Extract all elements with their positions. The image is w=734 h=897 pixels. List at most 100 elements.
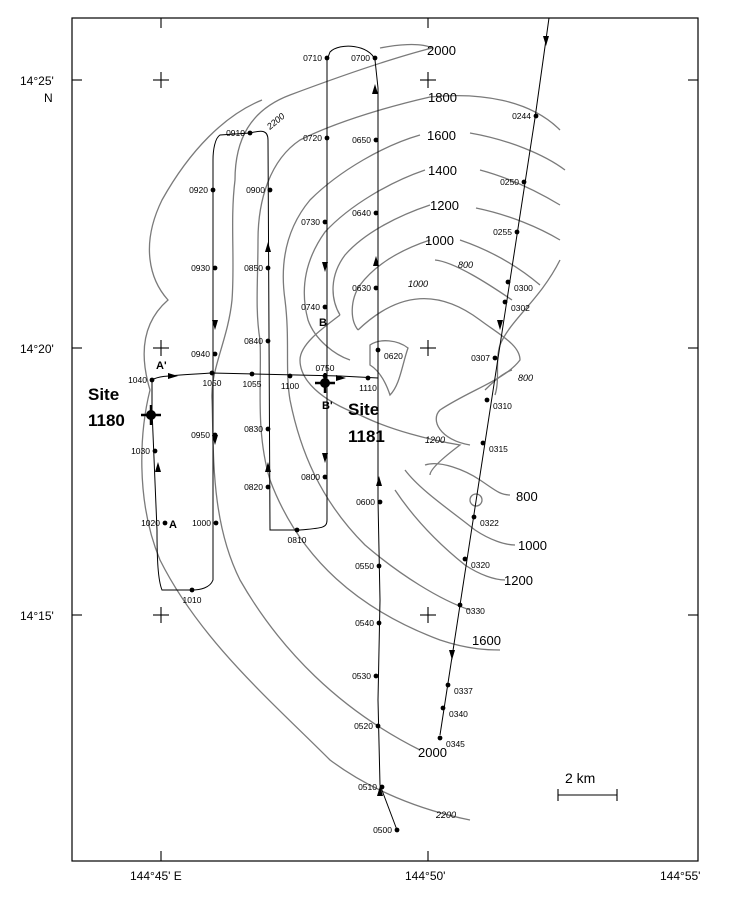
track-time-dot bbox=[377, 499, 383, 505]
track-time-label: 0255 bbox=[493, 227, 512, 237]
track-time-label: 0330 bbox=[466, 606, 485, 616]
longitude-labels: 144°45' E 144°50' 144°55' bbox=[130, 869, 700, 883]
track-time-dot bbox=[247, 130, 253, 136]
scale-bar: 2 km bbox=[557, 770, 618, 801]
track-time-dot bbox=[287, 373, 293, 379]
track-time-label: 0740 bbox=[301, 302, 320, 312]
arrow-icon bbox=[212, 435, 218, 445]
contour-right-1200 bbox=[475, 207, 561, 241]
contour-central-1000 bbox=[357, 297, 521, 446]
track-time-dot bbox=[322, 474, 328, 480]
contour-1200-south bbox=[394, 489, 506, 581]
track-time-dot bbox=[471, 514, 477, 520]
track-time-label: 0322 bbox=[480, 518, 499, 528]
track-time-dot bbox=[376, 620, 382, 626]
contour-label: 1200 bbox=[425, 435, 445, 445]
track-time-label: 0640 bbox=[352, 208, 371, 218]
lat-label-14-25: 14°25' bbox=[20, 74, 54, 88]
track-time-dot bbox=[322, 219, 328, 225]
track-time-label: 1020 bbox=[141, 518, 160, 528]
track-east-top bbox=[534, 17, 550, 119]
track-time-label: 0630 bbox=[352, 283, 371, 293]
track-time-dot bbox=[440, 705, 446, 711]
track-time-label: 0820 bbox=[244, 482, 263, 492]
arrow-icon bbox=[377, 786, 383, 796]
lat-label-14-15: 14°15' bbox=[20, 609, 54, 623]
section-point-a-prime: A' bbox=[156, 360, 167, 372]
track-time-label: 0850 bbox=[244, 263, 263, 273]
contour-1200 bbox=[332, 204, 431, 316]
track-time-dot bbox=[492, 355, 498, 361]
track-time-dot bbox=[212, 351, 218, 357]
arrow-icon bbox=[155, 462, 161, 472]
arrow-icon bbox=[497, 320, 503, 330]
contour-label: 2000 bbox=[427, 43, 456, 58]
track-time-dot bbox=[521, 179, 527, 185]
track-time-label: 0315 bbox=[489, 444, 508, 454]
section-point-b-prime: B' bbox=[322, 400, 333, 412]
arrow-icon bbox=[322, 453, 328, 463]
track-time-dot bbox=[324, 135, 330, 141]
track-time-label: 0250 bbox=[500, 177, 519, 187]
arrow-icon bbox=[265, 242, 271, 252]
track-time-dot bbox=[267, 187, 273, 193]
track-time-dot bbox=[189, 587, 195, 593]
arrow-icon bbox=[212, 320, 218, 330]
contour-1800 bbox=[256, 96, 501, 651]
track-time-dot bbox=[457, 602, 463, 608]
track-time-label: 0650 bbox=[352, 135, 371, 145]
contour-2000-north bbox=[211, 43, 434, 751]
track-time-dot bbox=[322, 304, 328, 310]
arrow-icon bbox=[265, 462, 271, 472]
contour-label: 1600 bbox=[472, 633, 501, 648]
latitude-labels: 14°25' N 14°20' 14°15' bbox=[20, 74, 54, 623]
arrow-icon bbox=[322, 262, 328, 272]
graticule bbox=[72, 18, 698, 861]
contour-800-south bbox=[424, 463, 511, 496]
track-time-dot bbox=[162, 520, 168, 526]
track-time-label: 1010 bbox=[183, 595, 202, 605]
track-time-label: 0720 bbox=[303, 133, 322, 143]
track-time-dot bbox=[484, 397, 490, 403]
contour-east-long bbox=[494, 259, 561, 396]
arrow-icon bbox=[336, 375, 346, 381]
contour-label: 2200 bbox=[264, 111, 287, 132]
track-main bbox=[151, 45, 398, 831]
contour-800-north bbox=[434, 259, 513, 301]
contour-label: 2200 bbox=[435, 810, 456, 820]
contour-label: 1600 bbox=[427, 128, 456, 143]
track-time-dot bbox=[265, 426, 271, 432]
track-time-dot bbox=[265, 265, 271, 271]
lat-label-14-20: 14°20' bbox=[20, 342, 54, 356]
track-time-label: 0530 bbox=[352, 671, 371, 681]
track-time-dot bbox=[373, 285, 379, 291]
arrow-icon bbox=[373, 256, 379, 266]
track-time-dot bbox=[294, 527, 300, 533]
track-time-dot bbox=[372, 55, 378, 61]
arrow-icon bbox=[372, 84, 378, 94]
track-time-dot bbox=[533, 113, 539, 119]
track-time-dot bbox=[365, 375, 371, 381]
track-time-label: 0840 bbox=[244, 336, 263, 346]
contour-label: 800 bbox=[516, 489, 538, 504]
track-time-label: 0930 bbox=[191, 263, 210, 273]
track-time-dot bbox=[149, 377, 155, 383]
contour-central-1200 bbox=[299, 314, 462, 476]
track-time-dot bbox=[375, 723, 381, 729]
track-time-dot bbox=[213, 520, 219, 526]
track-time-label: 0510 bbox=[358, 782, 377, 792]
track-time-label: 0700 bbox=[351, 53, 370, 63]
lat-label-north: N bbox=[44, 91, 53, 105]
contour-label: 800 bbox=[518, 373, 533, 383]
track-time-label: 0810 bbox=[288, 535, 307, 545]
arrow-icon bbox=[543, 36, 549, 46]
contour-label: 1000 bbox=[425, 233, 454, 248]
track-time-label: 0302 bbox=[511, 303, 530, 313]
contour-1400 bbox=[303, 169, 426, 361]
track-time-label: 1030 bbox=[131, 446, 150, 456]
track-time-label: 1050 bbox=[203, 378, 222, 388]
track-time-label: 0244 bbox=[512, 111, 531, 121]
contour-closed-small bbox=[469, 493, 483, 507]
contour-label: 1000 bbox=[518, 538, 547, 553]
